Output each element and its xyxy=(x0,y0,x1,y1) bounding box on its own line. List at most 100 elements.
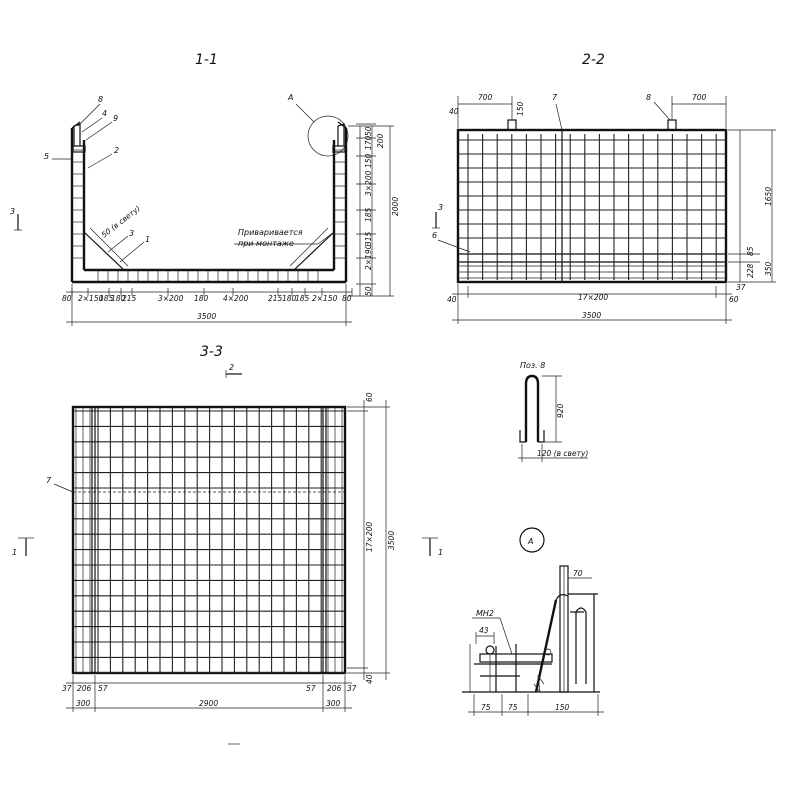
pos-9-label: 9 xyxy=(113,114,118,123)
detail-a: A МН2 43 70 xyxy=(462,527,604,716)
detail-dim-150: 150 xyxy=(555,703,570,712)
overall-3500-2-2: 3500 xyxy=(582,311,601,320)
bottom-300-left: 300 xyxy=(76,699,91,708)
section-3-3: 3-3 2 7 60 17×200 3500 xyxy=(12,344,443,745)
bottom-300-right: 300 xyxy=(326,699,341,708)
right-1650: 1650 xyxy=(764,187,773,206)
section-2-2-right-dims: 1650 85 228 37 350 xyxy=(728,129,776,292)
clear-gap-note: 50 (в свету) xyxy=(100,204,142,240)
mh2-label: МН2 xyxy=(476,609,494,618)
section-1-1: 1-1 A 8 4 9 xyxy=(10,52,400,326)
right-dim-value: 2×190 xyxy=(364,244,373,270)
poz-8-clear: 120 (в свету) xyxy=(537,449,588,458)
section-2-2-title: 2-2 xyxy=(582,52,605,68)
section-1-1-title: 1-1 xyxy=(195,52,218,68)
detail-a-circle xyxy=(519,527,545,553)
detail-dim-75-a: 75 xyxy=(481,703,491,712)
detail-dim-75-b: 75 xyxy=(508,703,518,712)
right-dim-value: 315 xyxy=(364,231,373,246)
section-mark-2-text: 2 xyxy=(229,363,234,372)
section-mark-1-left: 1 xyxy=(12,537,34,557)
pos-2-label: 2 xyxy=(114,146,119,155)
section-2-2-bottom-dims: 40 17×200 60 3500 xyxy=(447,284,739,324)
top-40: 40 xyxy=(449,107,459,116)
section-mark-1-text: 1 xyxy=(12,548,17,557)
top-150: 150 xyxy=(516,101,525,116)
poz-8-title: Поз. 8 xyxy=(520,361,545,370)
bottom-dim-value: 180 xyxy=(194,294,209,303)
bottom-dim-value: 80 xyxy=(342,294,352,303)
right-dim-value: 3×200 xyxy=(364,170,373,196)
pos-5-label: 5 xyxy=(44,152,49,161)
pos-7-label-2-2: 7 xyxy=(552,93,558,102)
bottom-dim-value: 4×200 xyxy=(223,294,249,303)
bottom-dim-value: 185 xyxy=(295,294,310,303)
detail-a-label: A xyxy=(527,537,533,546)
right-60-3-3: 60 xyxy=(365,392,374,402)
right-37: 37 xyxy=(736,283,746,292)
section-1-1-cage xyxy=(70,121,348,284)
section-3-3-title: 3-3 xyxy=(200,344,223,360)
section-2-2-grid xyxy=(456,119,728,284)
right-dim-value: 185 xyxy=(364,207,373,222)
section-mark-3-left: 3 xyxy=(10,207,22,231)
section-mark-1-right: 1 xyxy=(422,537,443,557)
pos-4-label: 4 xyxy=(102,109,107,118)
right-350: 350 xyxy=(764,261,773,276)
pos-6-label-2-2: 6 xyxy=(432,231,437,240)
pos-7-label-3-3: 7 xyxy=(46,476,52,485)
position-leaders: 8 4 9 5 2 3 1 50 (в свету) Приваривается… xyxy=(44,95,335,263)
section-3-3-bottom-dims: 37 206 57 57 206 37 300 2900 300 xyxy=(62,675,357,712)
top-700-right: 700 xyxy=(692,93,707,102)
pos-8-label-2-2: 8 xyxy=(646,93,651,102)
bottom-small-dim: 37 xyxy=(347,684,357,693)
right-17x200-3-3: 17×200 xyxy=(365,522,374,552)
section-3-3-right-dims: 60 17×200 3500 40 xyxy=(347,392,396,684)
bottom-dim-value: 180 xyxy=(282,294,297,303)
section-2-2-top-dims: 700 700 150 40 7 8 6 xyxy=(432,93,727,253)
right-3500-3-3: 3500 xyxy=(387,531,396,550)
bottom-slab-ties xyxy=(97,270,319,282)
callout-a-label: A xyxy=(287,93,293,102)
pos-8-label: 8 xyxy=(98,95,103,104)
section-2-mark-top: 2 xyxy=(225,363,242,378)
weld-note-line2: при монтаже xyxy=(238,239,294,248)
poz-8-920: 920 xyxy=(556,403,565,418)
right-dim-value: 150 xyxy=(364,153,373,168)
position-8-detail: Поз. 8 920 120 (в свету) xyxy=(518,361,588,462)
section-mark-3-2-2-text: 3 xyxy=(438,203,443,212)
right-dim-value: 50 xyxy=(364,126,373,136)
right-228: 228 xyxy=(746,263,755,278)
bottom-2900: 2900 xyxy=(199,699,218,708)
bottom-17x200: 17×200 xyxy=(578,293,608,302)
right-wall-ties xyxy=(334,149,346,259)
pos-3-label: 3 xyxy=(129,229,134,238)
pos-7-leader-3-3: 7 xyxy=(46,476,74,493)
bottom-small-dim: 57 xyxy=(98,684,108,693)
bottom-small-dim: 57 xyxy=(306,684,316,693)
right-dim-value: 50 xyxy=(364,286,373,296)
bottom-small-dim: 206 xyxy=(327,684,342,693)
bottom-dim-value: 3×200 xyxy=(158,294,184,303)
section-2-2: 2-2 700 700 150 40 7 8 6 xyxy=(432,52,776,324)
bottom-dim-value: 185 xyxy=(99,294,114,303)
bottom-dim-value: 2×150 xyxy=(312,294,338,303)
bottom-dim-value: 180 xyxy=(111,294,126,303)
bottom-small-dim: 37 xyxy=(62,684,72,693)
detail-dim-43: 43 xyxy=(479,626,489,635)
callout-a-circle xyxy=(307,115,349,157)
section-mark-1-right-text: 1 xyxy=(438,548,443,557)
bottom-dim-value: 215 xyxy=(268,294,283,303)
bottom-small-dim: 206 xyxy=(77,684,92,693)
right-40-3-3: 40 xyxy=(365,674,374,684)
section-mark-3-2-2: 3 xyxy=(432,203,443,229)
weld-note-line1: Приваривается xyxy=(238,228,303,237)
right-total-2000: 2000 xyxy=(391,197,400,216)
section-3-3-grid xyxy=(71,405,347,675)
left-wall-ties xyxy=(72,149,84,259)
top-700-left: 700 xyxy=(478,93,493,102)
right-dim-value: 170 xyxy=(364,135,373,150)
